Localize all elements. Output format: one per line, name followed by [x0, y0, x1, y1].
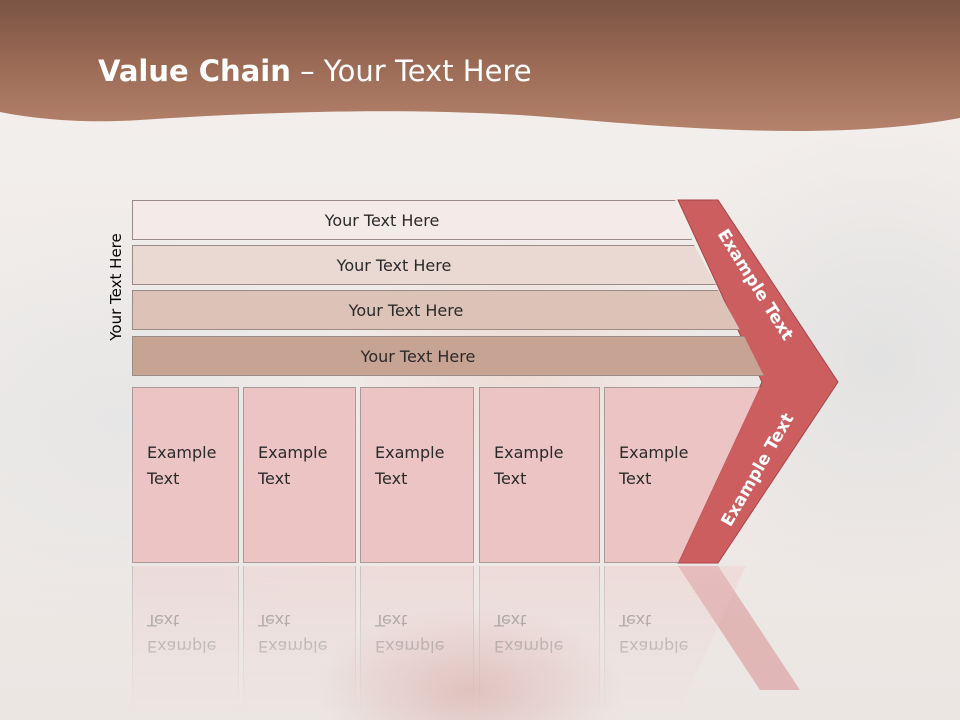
slide-title: Value Chain – Your Text Here [98, 54, 532, 88]
title-rest: – Your Text Here [290, 54, 532, 88]
reflection-column-1: Example Text [132, 566, 239, 712]
row-label: Your Text Here [360, 346, 476, 366]
row-1: Your Text Here [132, 200, 692, 240]
vertical-side-label: Your Text Here [107, 233, 125, 341]
column-line1: Example [147, 443, 217, 462]
column-line2: Text [494, 469, 527, 488]
row-3: Your Text Here [132, 290, 740, 330]
row-2: Your Text Here [132, 245, 716, 285]
row-label: Your Text Here [348, 300, 464, 320]
column-line2: Text [147, 469, 180, 488]
reflection-line1: Example [147, 637, 217, 656]
reflection-line2: Text [375, 611, 408, 630]
column-line2: Text [619, 469, 652, 488]
title-bold: Value Chain [98, 54, 291, 88]
reflection-line2: Text [494, 611, 527, 630]
column-line1: Example [619, 443, 689, 462]
columns-reflection: Example Text Example Text Example Text Exam… [0, 566, 960, 720]
column-line1: Example [375, 443, 445, 462]
column-line1: Example [258, 443, 328, 462]
reflection-line1: Example [375, 637, 445, 656]
reflection-line2: Text [619, 611, 652, 630]
reflection-line2: Text [147, 611, 180, 630]
column-line1: Example [494, 443, 564, 462]
reflection-line1: Example [619, 637, 689, 656]
row-label: Your Text Here [324, 210, 440, 230]
reflection-line1: Example [258, 637, 328, 656]
row-4: Your Text Here [132, 336, 764, 376]
reflection-column-2: Example Text [243, 566, 356, 712]
reflection-line1: Example [494, 637, 564, 656]
reflection-column-3: Example Text [360, 566, 474, 712]
reflection-column-5: Example Text [604, 566, 760, 712]
reflection-line2: Text [258, 611, 291, 630]
reflection-column-4: Example Text [479, 566, 600, 712]
row-label: Your Text Here [336, 255, 452, 275]
column-line2: Text [258, 469, 291, 488]
column-line2: Text [375, 469, 408, 488]
